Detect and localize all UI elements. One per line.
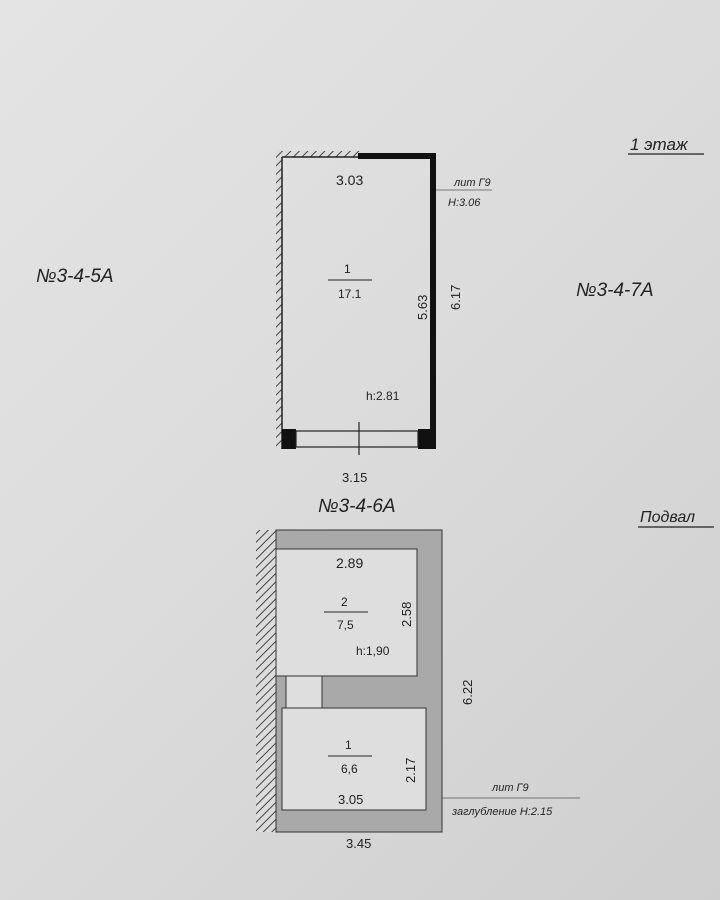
neighbor-bottom-label: №3-4-6А [318,496,396,517]
floor1-top-wall-thick [358,153,436,159]
basement-title: Подвал [640,509,695,526]
neighbor-right-label: №3-4-7А [576,280,654,301]
floor1-right-wall [430,153,436,449]
floor1-room-number: 1 [344,262,351,276]
basement-room1-area: 6,6 [341,762,358,776]
floor1-room-width: 3.03 [336,172,363,188]
basement-room1-width: 3.05 [338,792,363,807]
basement-stair-opening [285,675,323,709]
floor1-gate [295,430,419,448]
basement-room2-number: 2 [341,595,348,609]
floor1-title: 1 этаж [630,135,689,154]
floor1-room-area: 17.1 [338,287,362,301]
floor1-left-hatch [276,151,282,449]
floor1-height-note: Н:3.06 [448,197,481,209]
floor1-room [276,151,436,455]
basement-outer-width: 3.45 [346,836,371,851]
floor1-lit-label: лит Г9 [453,177,491,189]
floor1-outer-width: 3.15 [342,470,367,485]
floor1-inner-length: 5.63 [415,295,430,320]
floor1-top-hatch [280,151,360,157]
basement-depth-note: заглубление Н:2.15 [451,806,553,818]
floor1-door-right-jamb [418,429,432,449]
basement-plan [256,529,443,833]
basement-room2-length: 2.58 [399,602,414,627]
floor1-outer-length: 6.17 [448,285,463,310]
basement-left-hatch [256,530,276,832]
basement-room2-width: 2.89 [336,555,363,571]
neighbor-left-label: №3-4-5А [36,266,114,287]
basement-room-1 [281,707,427,811]
basement-room2-area: 7,5 [337,618,354,632]
basement-room1-length: 2.17 [403,758,418,783]
basement-outer-length: 6.22 [460,680,475,705]
basement-room1-number: 1 [345,738,352,752]
floor1-room-height: h:2.81 [366,389,400,403]
basement-lit-label: лит Г9 [491,782,529,794]
floor1-door-left-jamb [282,429,296,449]
basement-room2-height: h:1,90 [356,644,390,658]
